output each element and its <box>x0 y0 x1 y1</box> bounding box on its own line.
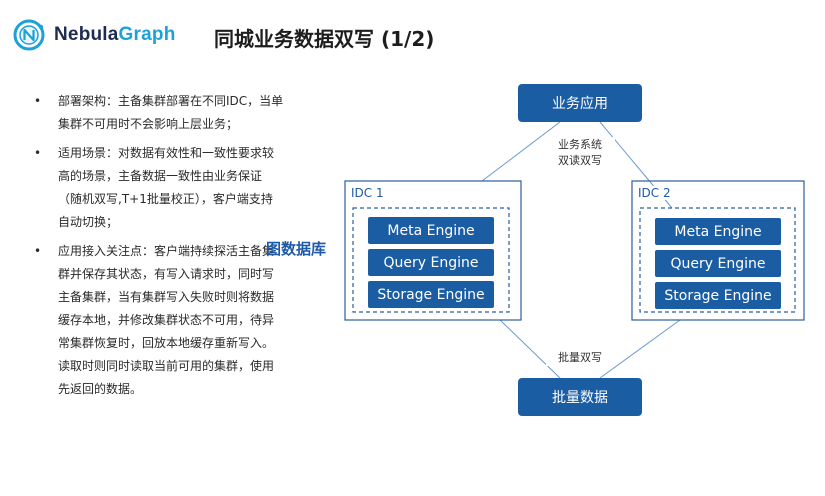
bullet-text: 部署架构：主备集群部署在不同IDC，当单集群不可用时不会影响上层业务； <box>58 94 284 131</box>
bullet-dot: • <box>34 146 42 160</box>
idc2-meta-engine: Meta Engine <box>655 218 781 245</box>
idc1-storage-engine: Storage Engine <box>368 281 494 308</box>
idc1-cluster-dashed <box>352 207 510 313</box>
bottom-edge-label: 批量双写 <box>546 350 614 366</box>
bullet-text: 适用场景：对数据有效性和一致性要求较高的场景，主备数据一致性由业务保证（随机双写… <box>58 146 275 229</box>
nebula-logo-icon <box>13 19 45 51</box>
logo-brand-part1: Nebula <box>54 24 119 45</box>
idc1-query-engine: Query Engine <box>368 249 494 276</box>
edge-top-idc1 <box>481 121 561 182</box>
business-app-box: 业务应用 <box>518 84 642 122</box>
idc2-container <box>631 180 805 321</box>
top-edge-label: 业务系统 双读双写 <box>545 137 615 169</box>
bullet-item: • 应用接入关注点：客户端持续探活主备集群并保存其状态，有写入请求时，同时写主备集… <box>34 240 284 401</box>
logo-brand-part2: Graph <box>118 24 176 45</box>
idc2-cluster-dashed <box>639 207 796 313</box>
bullet-dot: • <box>34 244 42 258</box>
idc2-query-engine: Query Engine <box>655 250 781 277</box>
idc2-storage-engine: Storage Engine <box>655 282 781 309</box>
bullet-dot: • <box>34 94 42 108</box>
edge-idc2-bottom <box>599 319 681 379</box>
idc1-container <box>344 180 522 321</box>
idc1-label: IDC 1 <box>351 186 384 200</box>
bullet-list: • 部署架构：主备集群部署在不同IDC，当单集群不可用时不会影响上层业务； • 适用… <box>34 90 284 407</box>
page-title: 同城业务数据双写 (1/2) <box>214 27 435 51</box>
bullet-item: • 部署架构：主备集群部署在不同IDC，当单集群不可用时不会影响上层业务； <box>34 90 284 136</box>
bullet-item: • 适用场景：对数据有效性和一致性要求较高的场景，主备数据一致性由业务保证（随机双… <box>34 142 284 234</box>
bullet-text: 应用接入关注点：客户端持续探活主备集群并保存其状态，有写入请求时，同时写主备集群… <box>58 244 275 396</box>
graph-database-label: 图数据库 <box>266 240 327 258</box>
batch-data-box: 批量数据 <box>518 378 642 416</box>
top-edge-label-line1: 业务系统 <box>558 138 602 151</box>
top-edge-label-line2: 双读双写 <box>558 154 602 167</box>
edge-idc1-bottom <box>499 319 561 379</box>
idc1-meta-engine: Meta Engine <box>368 217 494 244</box>
logo-text: NebulaGraph <box>54 24 176 46</box>
logo: NebulaGraph <box>12 18 176 52</box>
idc2-label: IDC 2 <box>638 186 673 200</box>
